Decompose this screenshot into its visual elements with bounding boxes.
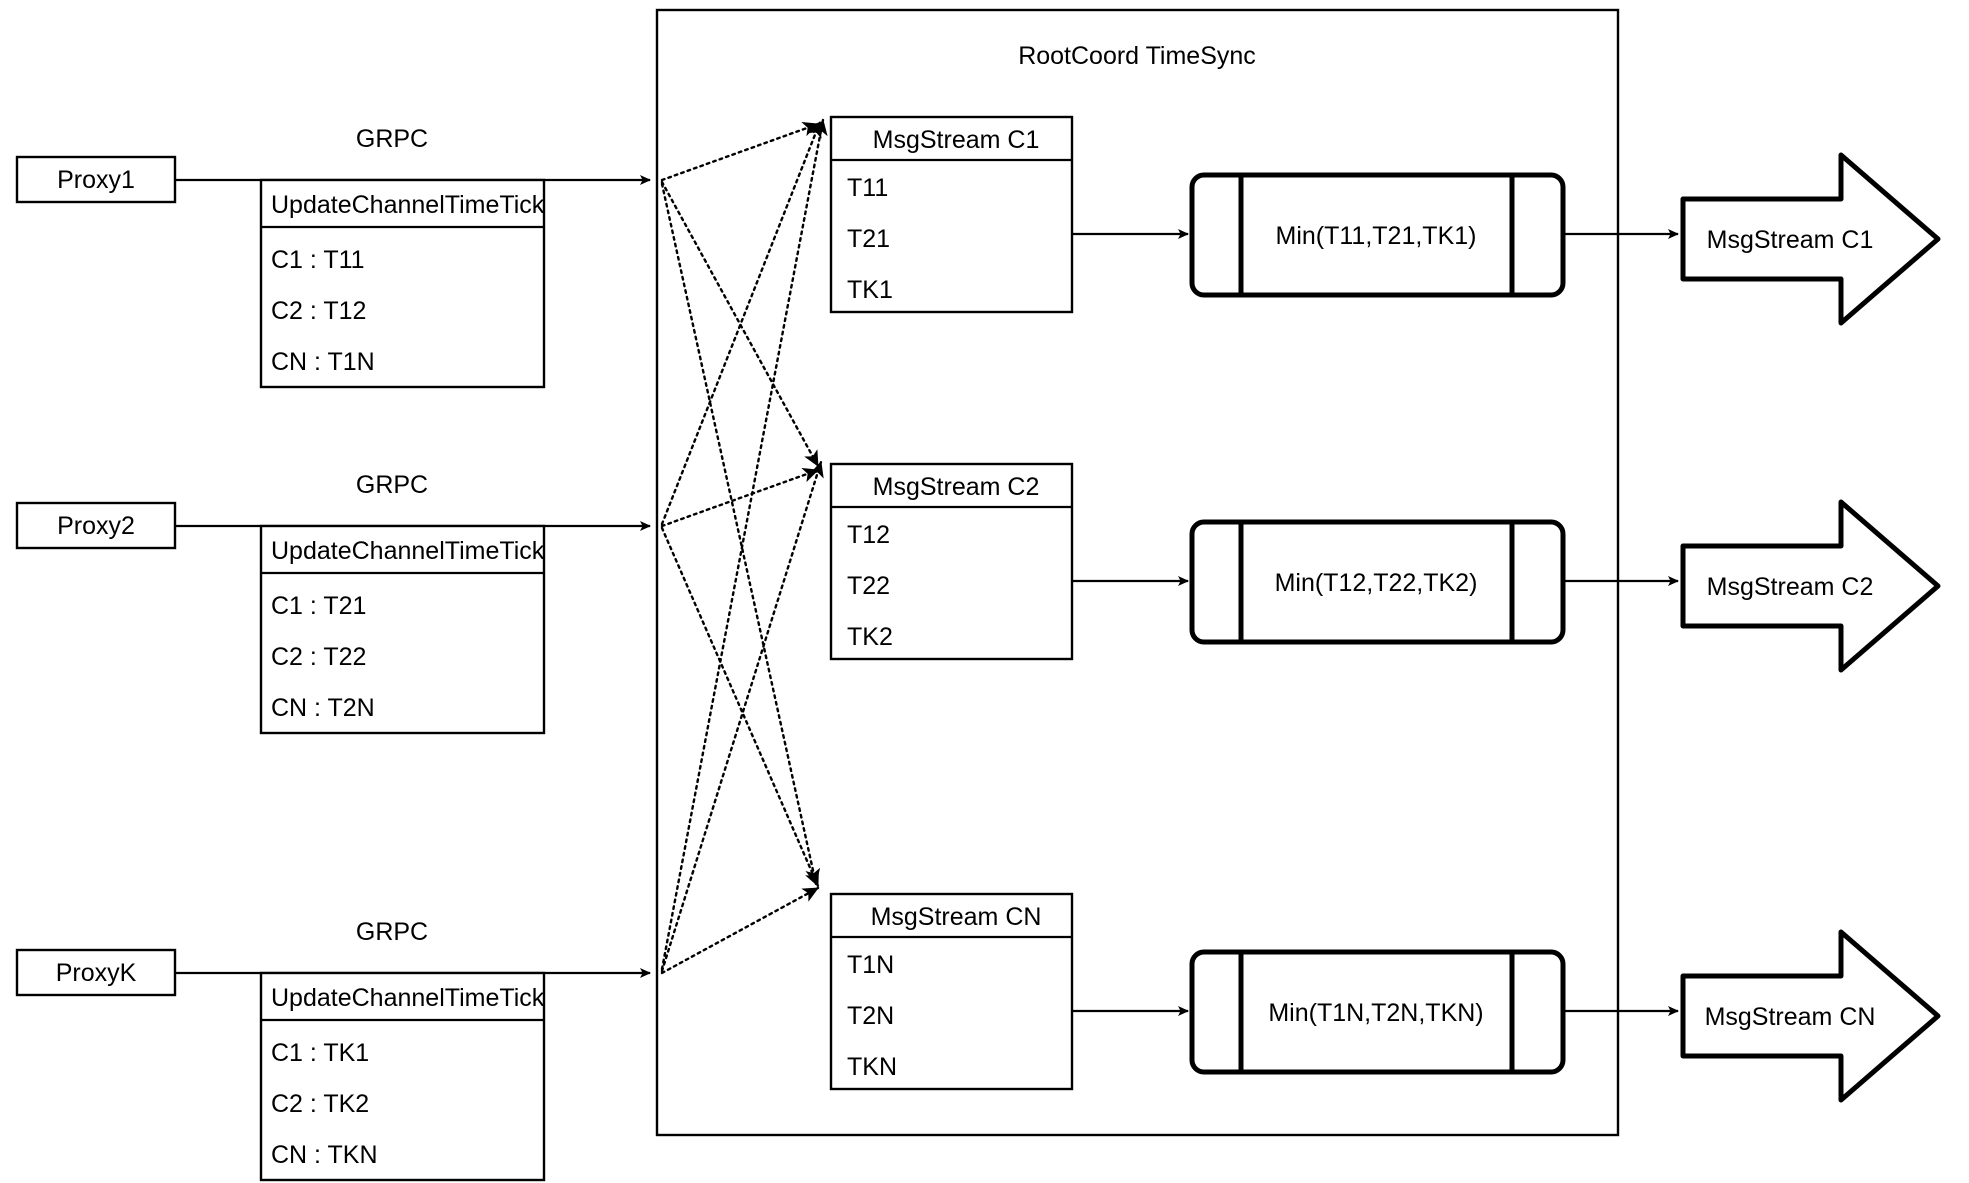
proxy-label-2: Proxy2 — [57, 512, 135, 540]
msgstream-row-2-2: TK2 — [847, 623, 893, 651]
proxy-node-1[interactable]: Proxy1 — [15, 155, 177, 204]
msgstream-row-3-1: T2N — [847, 1002, 894, 1030]
output-label-3: MsgStream CN — [1705, 1003, 1876, 1031]
grpc-label-3: GRPC — [356, 918, 428, 946]
timetick-header-1: UpdateChannelTimeTick — [271, 191, 545, 219]
container-title: RootCoord TimeSync — [1018, 42, 1256, 70]
msgstream-header-3: MsgStream CN — [871, 903, 1042, 931]
min-process-3: Min(T1N,T2N,TKN) — [1189, 949, 1566, 1075]
fanout-edge-2-3 — [660, 526, 820, 888]
min-process-2: Min(T12,T22,TK2) — [1189, 519, 1566, 645]
output-arrow-3: MsgStream CN — [1680, 929, 1941, 1103]
msgstream-table-1: MsgStream C1 T11 T21 TK1 — [829, 115, 1074, 314]
proxy-label-3: ProxyK — [56, 959, 137, 987]
msgstream-header-2: MsgStream C2 — [873, 473, 1040, 501]
output-arrow-2: MsgStream C2 — [1680, 499, 1941, 673]
msgstream-table-2: MsgStream C2 T12 T22 TK2 — [829, 462, 1074, 661]
timetick-header-2: UpdateChannelTimeTick — [271, 537, 545, 565]
min-label-1: Min(T11,T21,TK1) — [1276, 222, 1477, 250]
fanout-edge-2-2 — [660, 468, 820, 528]
msgstream-row-3-0: T1N — [847, 951, 894, 979]
timetick-fanout-edges — [660, 118, 828, 975]
timetick-row-3-1: C2 : TK2 — [271, 1090, 369, 1118]
output-arrow-1: MsgStream C1 — [1680, 152, 1941, 326]
proxy-node-2[interactable]: Proxy2 — [15, 501, 177, 550]
timetick-row-2-2: CN : T2N — [271, 694, 375, 722]
fanout-edge-1-2 — [660, 180, 820, 468]
msgstream-row-2-0: T12 — [847, 521, 890, 549]
msgstream-row-1-0: T11 — [847, 174, 888, 202]
msgstream-table-3: MsgStream CN T1N T2N TKN — [829, 892, 1074, 1091]
grpc-label-2: GRPC — [356, 471, 428, 499]
min-process-1: Min(T11,T21,TK1) — [1189, 172, 1566, 298]
timetick-row-1-2: CN : T1N — [271, 348, 375, 376]
min-label-3: Min(T1N,T2N,TKN) — [1268, 999, 1483, 1027]
timetick-row-3-2: CN : TKN — [271, 1141, 378, 1169]
timetick-row-1-0: C1 : T11 — [271, 246, 365, 274]
fanout-edge-3-3 — [660, 886, 820, 975]
proxy-label-1: Proxy1 — [57, 166, 135, 194]
timetick-message-2: UpdateChannelTimeTick C1 : T21 C2 : T22 … — [259, 524, 546, 735]
min-label-2: Min(T12,T22,TK2) — [1275, 569, 1478, 597]
timetick-message-3: UpdateChannelTimeTick C1 : TK1 C2 : TK2 … — [259, 971, 546, 1182]
msgstream-row-3-2: TKN — [847, 1053, 897, 1081]
timetick-row-2-0: C1 : T21 — [271, 592, 366, 620]
timetick-header-3: UpdateChannelTimeTick — [271, 984, 545, 1012]
msgstream-row-1-1: T21 — [847, 225, 890, 253]
timetick-row-1-1: C2 : T12 — [271, 297, 366, 325]
msgstream-row-2-1: T22 — [847, 572, 890, 600]
grpc-label-1: GRPC — [356, 125, 428, 153]
timetick-message-1: UpdateChannelTimeTick C1 : T11 C2 : T12 … — [259, 178, 546, 389]
fanout-edge-1-3 — [660, 182, 821, 886]
fanout-edge-3-2 — [660, 460, 824, 973]
output-label-2: MsgStream C2 — [1707, 573, 1874, 601]
timetick-row-2-1: C2 : T22 — [271, 643, 366, 671]
fanout-edge-3-1 — [660, 118, 828, 971]
fanout-edge-1-1 — [660, 122, 820, 182]
timetick-row-3-0: C1 : TK1 — [271, 1039, 369, 1067]
msgstream-row-1-2: TK1 — [847, 276, 893, 304]
msgstream-header-1: MsgStream C1 — [873, 126, 1040, 154]
fanout-edge-2-1 — [660, 120, 822, 526]
proxy-node-3[interactable]: ProxyK — [15, 948, 177, 997]
output-label-1: MsgStream C1 — [1707, 226, 1874, 254]
